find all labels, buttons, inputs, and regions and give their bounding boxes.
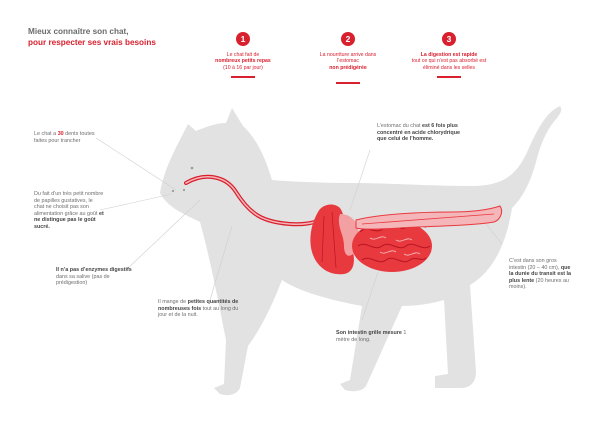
note-saliva: Il n’a pas d’enzymes digestifs dans sa s… (56, 267, 136, 287)
step-number-badge: 2 (341, 32, 355, 46)
note-meals: Il mange de petites quantités de nombreu… (158, 299, 242, 319)
note-small-intestine: Son intestin grêle mesure 1 mètre de lon… (336, 330, 408, 343)
page-title: Mieux connaître son chat, pour respecter… (28, 26, 156, 48)
note-bold: et ne distingue pas le goût sucré. (34, 210, 104, 230)
step-underline (231, 75, 255, 78)
note-text: dans sa salive (pas de prédigestion) (56, 273, 110, 287)
teeth-count: 30 (57, 131, 64, 137)
note-text: (20 heures au moins). (509, 277, 569, 291)
step-underline (437, 75, 461, 78)
note-bold: que la durée du transit est la plus lent… (509, 264, 572, 284)
step-text-bold: La digestion est rapide (420, 52, 478, 58)
step-2: 2 La nourriture arrive dans l’estomac no… (296, 32, 400, 84)
large-intestine (355, 205, 503, 230)
step-text-bold: non prédigérée (329, 64, 367, 71)
step-number-badge: 3 (442, 32, 456, 46)
note-teeth: Le chat a 30 dents toutes faites pour tr… (34, 131, 104, 144)
note-text: Du fait d’un très petit nombre de papill… (34, 191, 104, 217)
note-text: L’estomac du chat (377, 123, 422, 129)
note-stomach: L’estomac du chat est 6 fois plus concen… (377, 123, 461, 143)
note-bold: Son intestin grêle mesure (336, 330, 402, 336)
step-underline (336, 81, 360, 84)
leader-lines (95, 137, 503, 321)
step-text-bold: nombreux petits repas (215, 58, 271, 65)
note-taste: Du fait d’un très petit nombre de papill… (34, 191, 104, 231)
note-text: tout au long du jour et de la nuit. (158, 305, 239, 319)
note-text: Le chat a (34, 131, 58, 137)
note-large-intestine: C’est dans son gros intestin (20 – 40 cm… (509, 258, 571, 291)
note-bold: est 6 fois plus concentré en acide chlor… (377, 123, 460, 143)
step-text-pre: La nourriture arrive dans l’estomac (319, 52, 377, 65)
step-text-pre: Le chat fait de (226, 52, 260, 58)
nostril-mark (171, 189, 175, 193)
step-text-post: (10 à 16 par jour) (223, 64, 263, 71)
title-line-2: pour respecter ses vrais besoins (28, 38, 156, 47)
note-text: 1 mètre de long. (336, 330, 407, 343)
note-text: dents toutes faites pour trancher (34, 131, 95, 144)
mouth-mark (182, 188, 186, 192)
note-bold: petites quantités de nombreuses fois (158, 299, 239, 312)
eye-mark (190, 166, 194, 170)
note-bold: Il n’a pas d’enzymes digestifs (56, 267, 132, 273)
step-3: 3 La digestion est rapide tout ce qui n’… (394, 32, 504, 78)
note-text: C’est dans son gros intestin (20 – 40 cm… (509, 258, 561, 271)
step-text-post: tout ce qui n’est pas absorbé est élimin… (411, 58, 487, 71)
title-line-1: Mieux connaître son chat, (28, 27, 129, 36)
step-number-badge: 1 (236, 32, 250, 46)
note-text: Il mange de (158, 299, 188, 305)
step-1: 1 Le chat fait de nombreux petits repas … (188, 32, 298, 78)
